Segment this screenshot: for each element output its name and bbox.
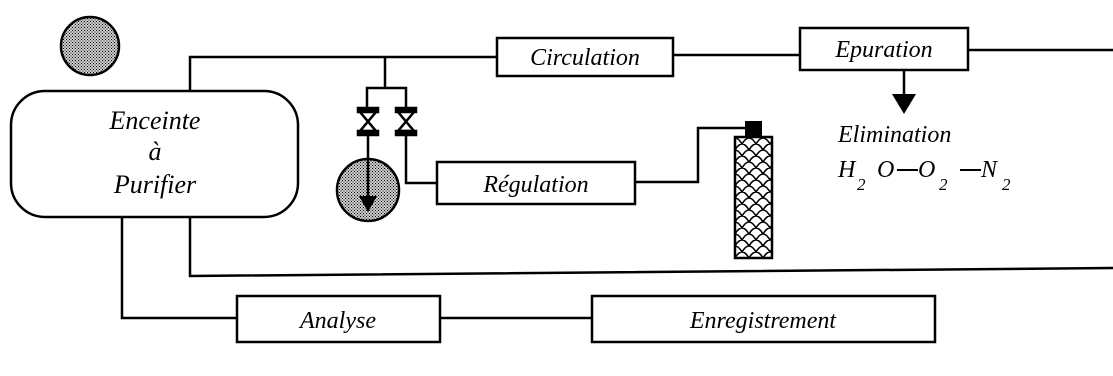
enclosure-line3: Purifier — [113, 170, 197, 199]
enclosure-box — [9, 89, 300, 219]
formula-o: O — [877, 157, 894, 183]
connection-lines — [120, 48, 1113, 320]
gas-bottle-icon — [59, 15, 121, 77]
enregistrement-label: Enregistrement — [689, 308, 838, 334]
arrow-down-icon — [359, 135, 377, 212]
circulation-label: Circulation — [530, 45, 640, 71]
packed-column-icon — [733, 121, 774, 260]
analyse-label: Analyse — [298, 308, 376, 334]
formula-n: N — [980, 157, 999, 183]
regulation-block — [435, 160, 637, 206]
enclosure-line1: Enceinte — [109, 106, 201, 135]
epuration-label: Epuration — [834, 37, 932, 63]
enclosure-line2: à — [149, 137, 162, 166]
formula-o2: O — [918, 157, 935, 183]
formula-h: H — [837, 157, 857, 183]
circulation-block — [495, 36, 675, 78]
valve-icon — [394, 106, 418, 137]
analyse-block — [235, 294, 442, 344]
regulation-label: Régulation — [482, 172, 588, 198]
elimination-formula: H 2 O O 2 N 2 — [837, 157, 1011, 194]
formula-h-sub: 2 — [857, 175, 866, 194]
epuration-block — [798, 26, 970, 72]
valve-icon — [356, 106, 380, 137]
formula-o2-sub: 2 — [939, 175, 948, 194]
elimination-title: Elimination — [837, 122, 951, 148]
formula-n-sub: 2 — [1002, 175, 1011, 194]
arrow-down-icon — [892, 70, 916, 114]
enregistrement-block — [590, 294, 937, 344]
